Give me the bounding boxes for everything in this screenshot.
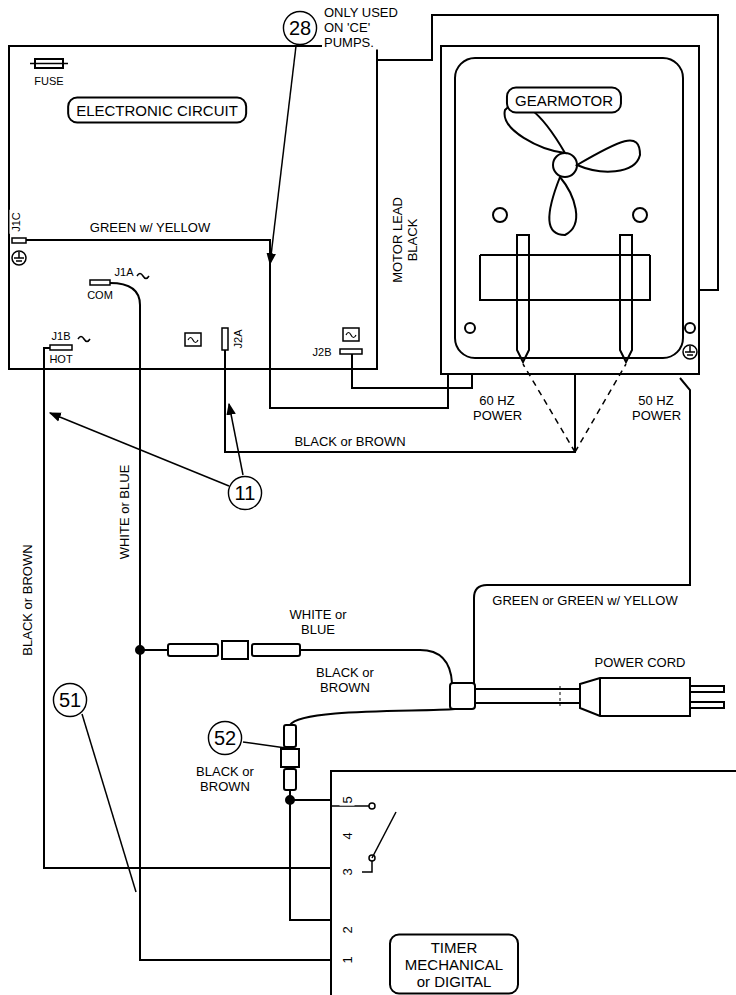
- callout-number: 52: [207, 720, 243, 756]
- pin-number: 1: [340, 954, 355, 965]
- part-name: TIMER MECHANICAL or DIGITAL: [389, 934, 519, 995]
- timer-switch: [330, 803, 396, 872]
- ac-symbol: [346, 333, 356, 338]
- j2a-wire: [224, 350, 226, 370]
- wire: [225, 370, 575, 452]
- ground-wire: [26, 240, 270, 370]
- leader-line: [243, 742, 286, 748]
- terminal-tab: [340, 349, 362, 354]
- pin-name: J1B: [50, 330, 73, 343]
- gearmotor-drawing: [455, 58, 697, 362]
- ac-symbol: [78, 337, 90, 342]
- callout-number: 11: [227, 475, 263, 511]
- callout-number: 11: [235, 482, 256, 504]
- power-label: 50 HZ POWER: [630, 393, 682, 423]
- wire-label: MOTOR LEAD BLACK: [390, 193, 420, 287]
- ac-symbol: [185, 333, 201, 346]
- pin-number: 5: [340, 794, 355, 805]
- terminal-tab: [90, 280, 110, 285]
- ac-symbol: [188, 338, 198, 343]
- note-text: ONLY USED ON 'CE' PUMPS.: [322, 5, 422, 50]
- pin-name: J2B: [311, 346, 334, 359]
- wire: [378, 15, 718, 290]
- wire-color: BLACK or BROWN: [312, 665, 378, 695]
- callout-number: 51: [59, 689, 81, 711]
- black-wire: [281, 709, 455, 920]
- pin-number: 3: [340, 866, 355, 877]
- part-name: GEARMOTOR: [506, 87, 622, 114]
- callout-number: 28: [289, 17, 311, 39]
- wire-label: BLACK or BROWN: [20, 542, 35, 657]
- part-name: ELECTRONIC CIRCUIT: [67, 97, 247, 124]
- j2b-wire: [351, 354, 353, 370]
- terminal-tab: [222, 328, 228, 350]
- pin-name: J1C: [10, 210, 23, 234]
- power-cord: [450, 678, 724, 716]
- wire-label: WHITE or BLUE: [117, 463, 132, 562]
- power-label: 60 HZ POWER: [471, 393, 523, 423]
- circuit-board: ELECTRONIC CIRCUIT: [8, 45, 378, 370]
- ac-symbol: [343, 328, 359, 341]
- part-name: POWER CORD: [593, 655, 688, 670]
- wire-color: GREEN or GREEN w/ YELLOW: [490, 593, 679, 608]
- leader-line: [229, 404, 243, 475]
- terminal-tab: [50, 345, 72, 350]
- callout-number: 28: [282, 10, 318, 46]
- pin-name: J1A: [113, 266, 136, 279]
- ground-symbol: [12, 238, 26, 265]
- pin-name: J2A: [232, 328, 245, 351]
- wire-color: BLACK or BROWN: [192, 764, 258, 794]
- ground-wire: [474, 378, 690, 683]
- wire: [140, 370, 330, 960]
- pin-name: COM: [85, 289, 115, 302]
- callout-number: 51: [52, 682, 88, 718]
- wire: [352, 370, 472, 388]
- part-name: FUSE: [32, 75, 65, 88]
- pin-number: 2: [340, 924, 355, 935]
- wire-label: GREEN w/ YELLOW: [88, 220, 212, 235]
- callout-number: 52: [214, 727, 236, 749]
- wire-label: BLACK or BROWN: [292, 434, 407, 449]
- leader-line: [270, 46, 296, 264]
- gearmotor-box: GEARMOTOR: [440, 45, 700, 375]
- fuse-symbol: [30, 59, 68, 68]
- pin-number: 4: [340, 830, 355, 841]
- ac-symbol: [137, 274, 149, 279]
- pin-name: HOT: [47, 353, 74, 366]
- timer-box: TIMER MECHANICAL or DIGITAL: [330, 770, 736, 995]
- leader-line: [82, 714, 136, 892]
- white-wire: [136, 641, 452, 683]
- wire-color: WHITE or BLUE: [285, 607, 351, 637]
